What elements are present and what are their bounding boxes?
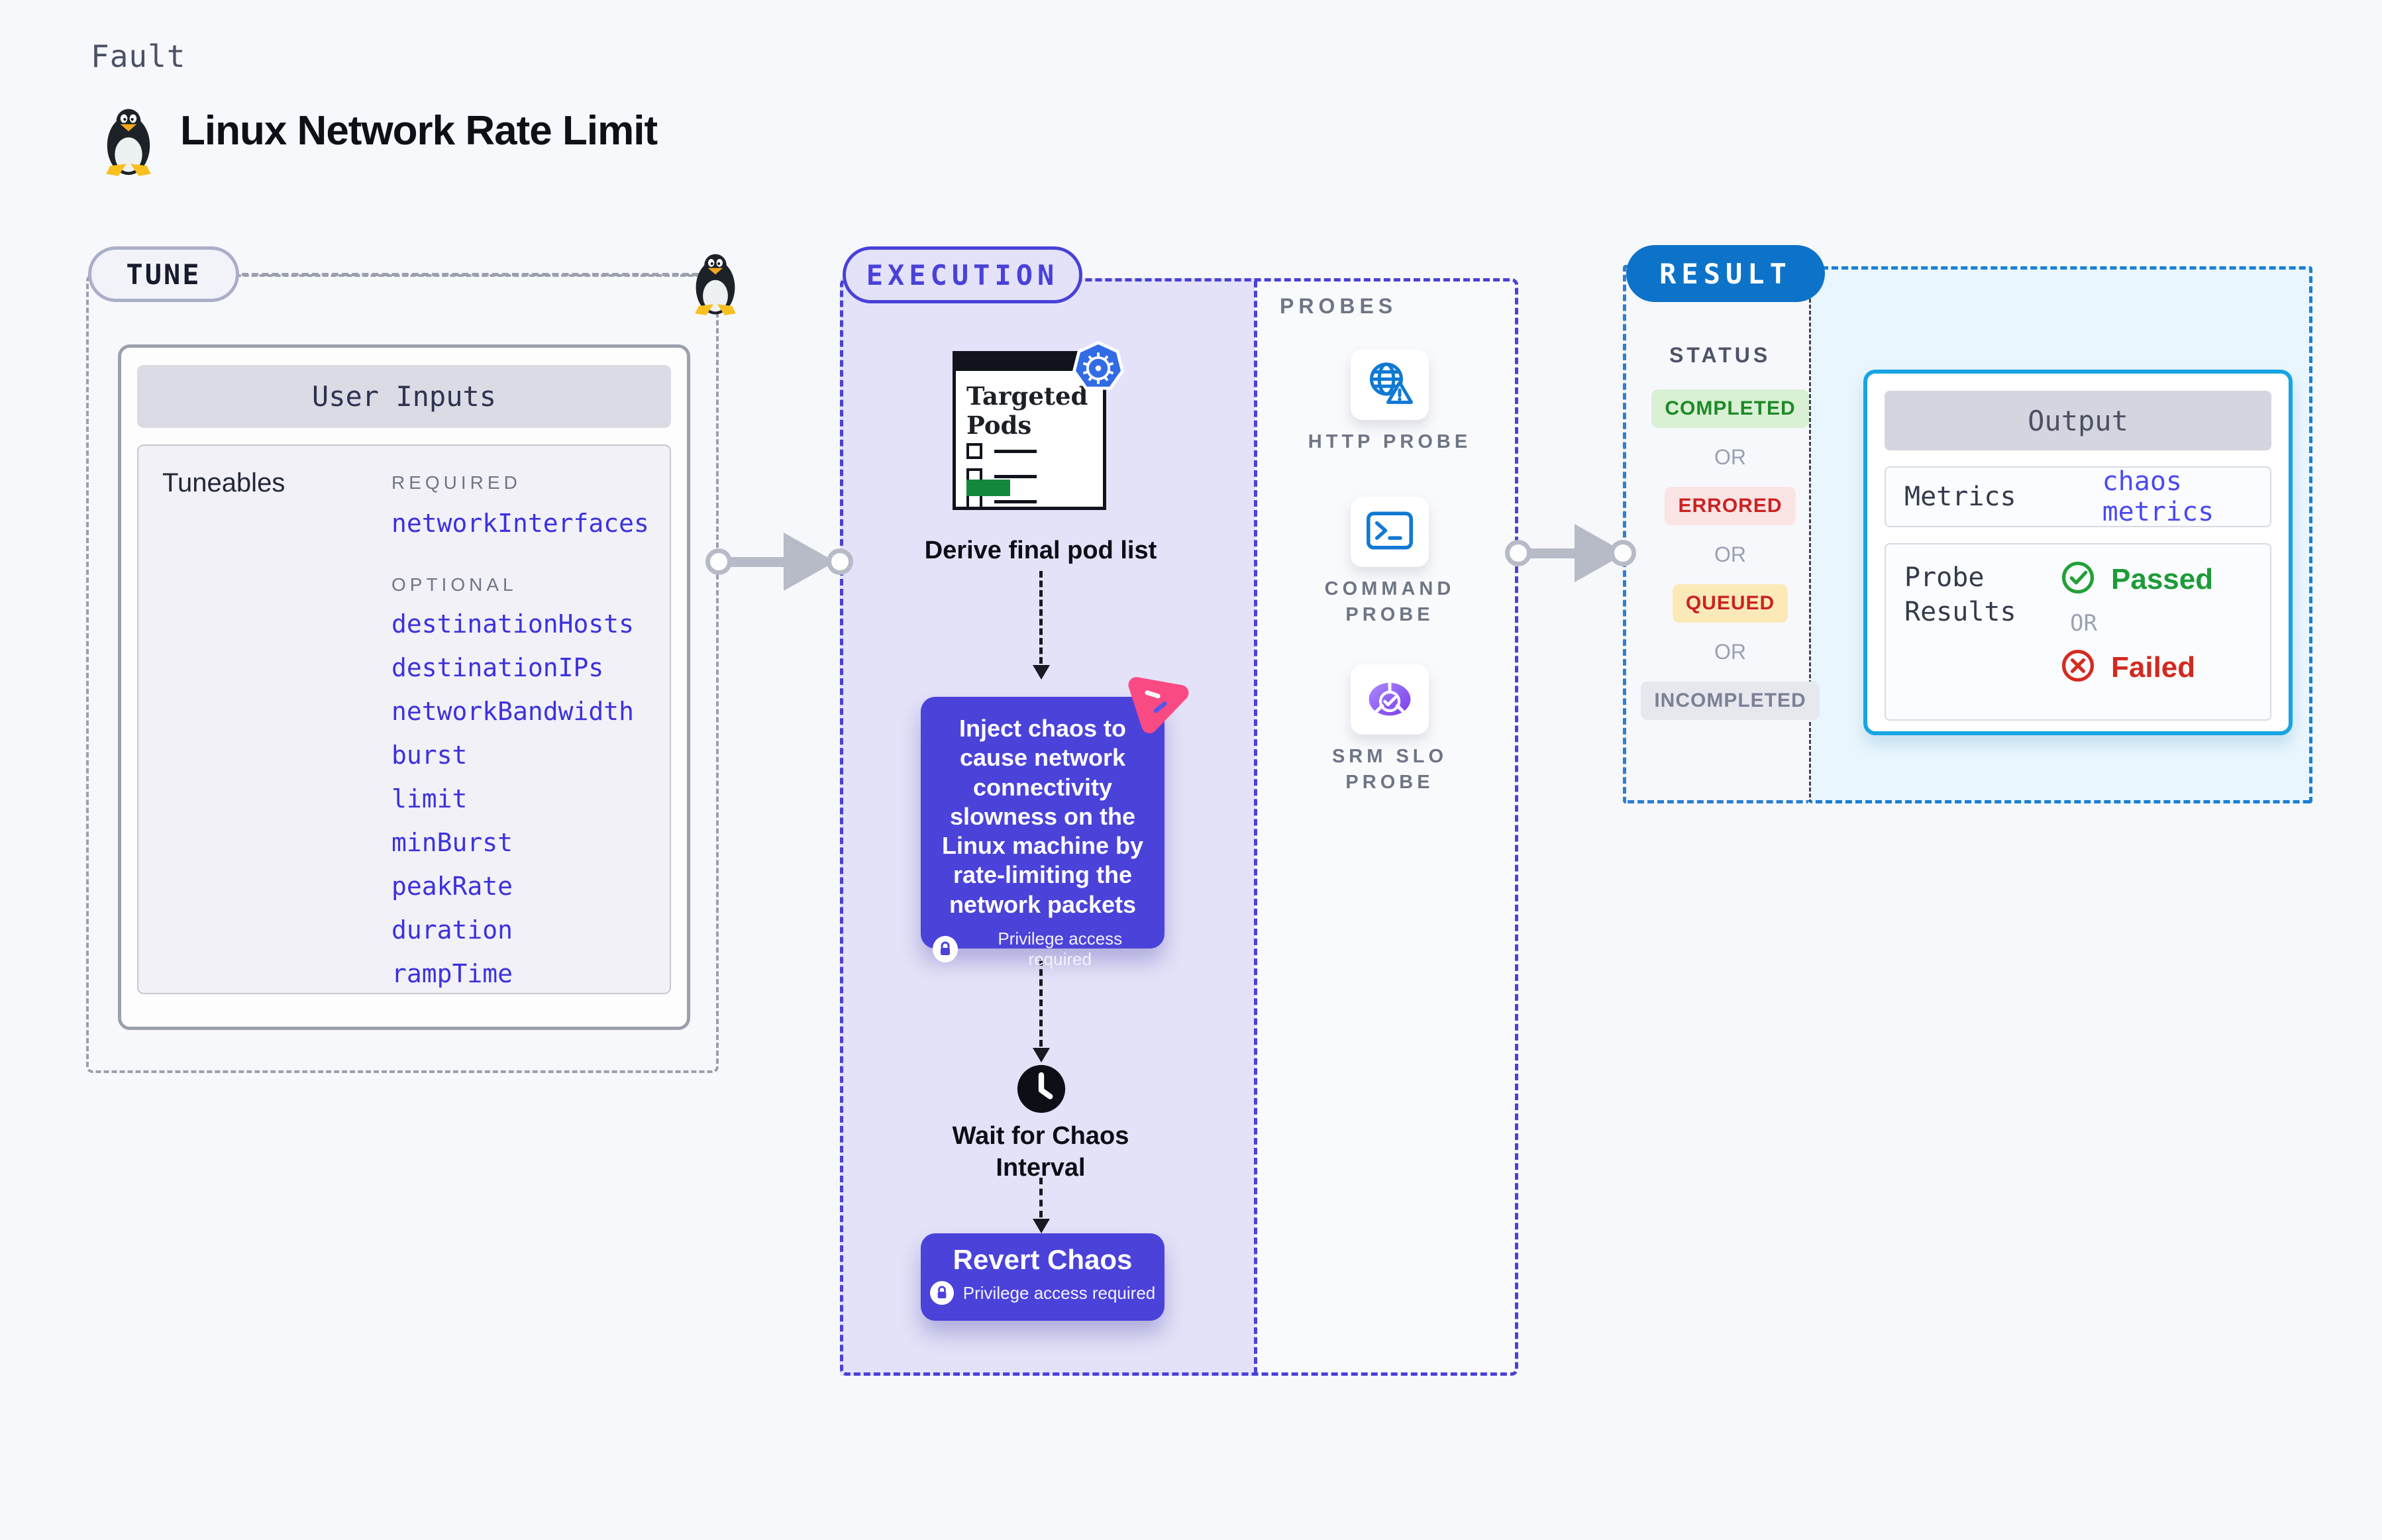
tuneable-item: limit — [391, 784, 468, 813]
probes-label: PROBES — [1280, 294, 1398, 318]
tuneable-item: destinationIPs — [391, 653, 604, 682]
status-label: STATUS — [1669, 343, 1771, 367]
check-circle-icon — [2061, 560, 2095, 598]
probe-results-values: Passed OR Failed — [2061, 560, 2213, 703]
command-probe-icon — [1366, 511, 1414, 553]
tuneable-item: peakRate — [391, 872, 513, 901]
failed-label: Failed — [2111, 650, 2196, 684]
linux-penguin-icon — [98, 105, 159, 180]
arrow-down-icon — [1033, 1048, 1050, 1062]
tuneable-item: networkInterfaces — [391, 509, 649, 538]
probe-label: SRM SLO PROBE — [1331, 746, 1448, 794]
tuneables-panel: Tuneables REQUIRED networkInterfaces OPT… — [137, 444, 671, 994]
checkbox-icon — [966, 443, 982, 459]
required-label: REQUIRED — [391, 472, 521, 493]
status-badge: COMPLETED — [1651, 389, 1809, 428]
targeted-pods-title: Targeted Pods — [966, 382, 1088, 440]
metrics-value: chaos metrics — [2102, 466, 2214, 527]
probe-results-row: Probe Results Passed OR — [1885, 543, 2271, 721]
pod-list-row — [966, 443, 1037, 459]
pod-progress-bar — [966, 480, 1010, 496]
page-title: Linux Network Rate Limit — [180, 108, 658, 154]
probe-label: COMMAND PROBE — [1324, 578, 1455, 626]
lock-icon — [929, 1281, 954, 1305]
optional-label: OPTIONAL — [391, 574, 517, 595]
x-circle-icon — [2061, 648, 2095, 686]
execution-to-result-arrow — [1505, 524, 1651, 582]
derive-pod-list-label: Derive final pod list — [924, 537, 1157, 564]
output-card: Output Metrics chaos metrics Probe Resul… — [1863, 370, 2293, 735]
privilege-label: Privilege access required — [962, 1282, 1156, 1303]
revert-chaos-step: Revert Chaos Privilege access required — [921, 1233, 1165, 1321]
probe-results-label: Probe Results — [1904, 562, 2016, 627]
tuneables-label: Tuneables — [162, 468, 285, 497]
pod-line — [994, 474, 1037, 478]
targeted-pods-card: Targeted Pods — [953, 340, 1125, 510]
flow-connector-line — [1039, 959, 1043, 1047]
tune-section-pill: TUNE — [88, 246, 239, 302]
status-badge: INCOMPLETED — [1641, 682, 1820, 720]
or-label: OR — [1714, 640, 1746, 664]
inject-chaos-text: Inject chaos to cause network connectivi… — [941, 715, 1144, 918]
or-label: OR — [2070, 610, 2097, 637]
execution-section-pill: EXECUTION — [843, 246, 1082, 303]
flow-connector-line — [1039, 571, 1043, 664]
metrics-label: Metrics — [1904, 482, 2016, 512]
user-inputs-header: User Inputs — [137, 365, 671, 428]
pod-line — [994, 499, 1037, 503]
user-inputs-card: User Inputs Tuneables REQUIRED networkIn… — [118, 344, 690, 1030]
tune-section-box — [86, 274, 719, 1073]
linux-penguin-icon — [688, 250, 743, 319]
tuneables-list: REQUIRED networkInterfaces OPTIONAL dest… — [391, 472, 649, 1005]
lock-icon — [933, 935, 958, 962]
tuneable-item: duration — [391, 915, 513, 945]
pod-line — [994, 449, 1037, 453]
or-label: OR — [1714, 445, 1746, 469]
tuneable-item: minBurst — [391, 828, 513, 857]
srm-slo-probe-card — [1351, 664, 1429, 735]
execution-section-box — [840, 278, 1518, 1376]
probes-panel-background — [1255, 278, 1518, 1376]
command-probe-card — [1351, 497, 1429, 567]
probes-divider-line — [1254, 281, 1257, 1374]
output-header: Output — [1885, 391, 2271, 450]
status-badge: ERRORED — [1665, 487, 1796, 525]
tuneable-item: rampTime — [391, 959, 513, 988]
http-probe-card — [1351, 350, 1429, 420]
probe-label: HTTP PROBE — [1308, 431, 1472, 452]
failed-line: Failed — [2061, 648, 2213, 686]
revert-chaos-label: Revert Chaos — [953, 1244, 1133, 1275]
http-probe-icon — [1365, 360, 1414, 410]
clock-icon — [1016, 1064, 1066, 1117]
flow-connector-line — [1039, 1178, 1043, 1217]
privilege-row: Privilege access required — [921, 1281, 1165, 1305]
privilege-label: Privilege access required — [998, 928, 1123, 969]
or-label: OR — [1714, 542, 1746, 566]
passed-label: Passed — [2111, 562, 2214, 595]
arrow-down-icon — [1033, 1219, 1050, 1233]
result-section-pill: RESULT — [1626, 245, 1825, 302]
tuneable-item: networkBandwidth — [391, 697, 635, 726]
status-list: COMPLETED OR ERRORED OR QUEUED OR INCOMP… — [1641, 389, 1820, 720]
tuneable-item: destinationHosts — [391, 609, 635, 639]
inject-chaos-step: Inject chaos to cause network connectivi… — [921, 697, 1165, 969]
fault-kicker: Fault — [91, 38, 186, 74]
passed-line: Passed — [2061, 560, 2213, 598]
chaos-icon — [1123, 665, 1198, 737]
metrics-row: Metrics chaos metrics — [1885, 466, 2271, 527]
privilege-row: Privilege access required — [933, 929, 1153, 970]
kubernetes-icon — [1070, 340, 1127, 400]
status-badge: QUEUED — [1672, 584, 1788, 623]
srm-slo-probe-icon — [1365, 677, 1415, 723]
arrow-down-icon — [1033, 665, 1050, 680]
tune-to-execution-arrow — [705, 533, 858, 591]
wait-for-chaos-label: Wait for Chaos Interval — [952, 1122, 1129, 1182]
tuneable-item: burst — [391, 741, 468, 770]
